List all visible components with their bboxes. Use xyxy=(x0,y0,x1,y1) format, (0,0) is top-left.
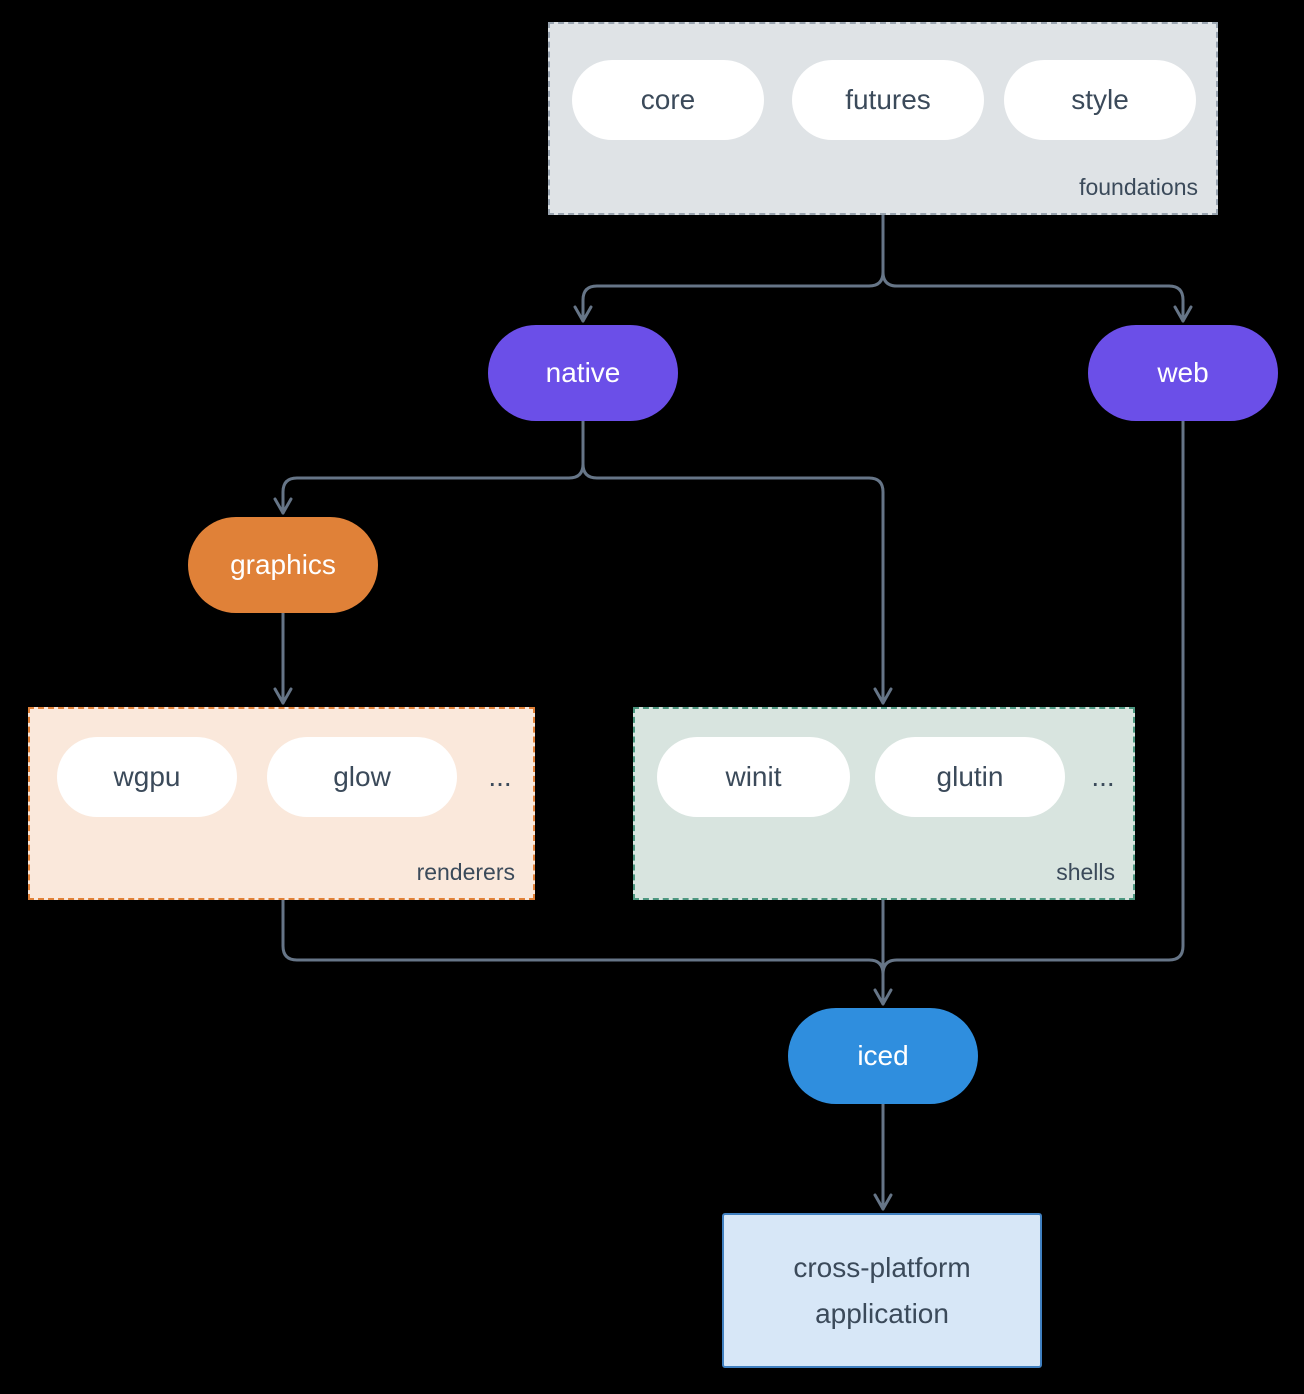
node-iced: iced xyxy=(788,1008,978,1104)
foundations-label: foundations xyxy=(1079,174,1198,200)
edge-renderers-to-iced xyxy=(281,898,893,1006)
renderers-label: renderers xyxy=(416,859,515,885)
edge-web-to-iced xyxy=(881,419,1185,976)
shells-label: shells xyxy=(1056,859,1115,885)
node-futures: futures xyxy=(792,60,984,140)
node-graphics: graphics xyxy=(188,517,378,613)
cross-platform-application-box: cross-platform application xyxy=(722,1213,1042,1368)
shells-group: winit glutin ... shells xyxy=(633,707,1135,900)
edge-foundations-to-native xyxy=(573,213,885,323)
node-glutin: glutin xyxy=(875,737,1065,817)
renderers-group: wgpu glow ... renderers xyxy=(28,707,535,900)
foundations-group: core futures style foundations xyxy=(548,22,1218,215)
node-web: web xyxy=(1088,325,1278,421)
edge-foundations-to-web xyxy=(881,213,1193,323)
edge-native-to-shells xyxy=(581,419,893,705)
renderers-ellipsis: ... xyxy=(488,761,512,792)
node-winit: winit xyxy=(657,737,850,817)
shells-ellipsis: ... xyxy=(1091,761,1115,792)
node-glow: glow xyxy=(267,737,457,817)
node-native: native xyxy=(488,325,678,421)
node-style: style xyxy=(1004,60,1196,140)
node-core: core xyxy=(572,60,764,140)
edge-native-to-graphics xyxy=(273,419,585,515)
node-wgpu: wgpu xyxy=(57,737,237,817)
